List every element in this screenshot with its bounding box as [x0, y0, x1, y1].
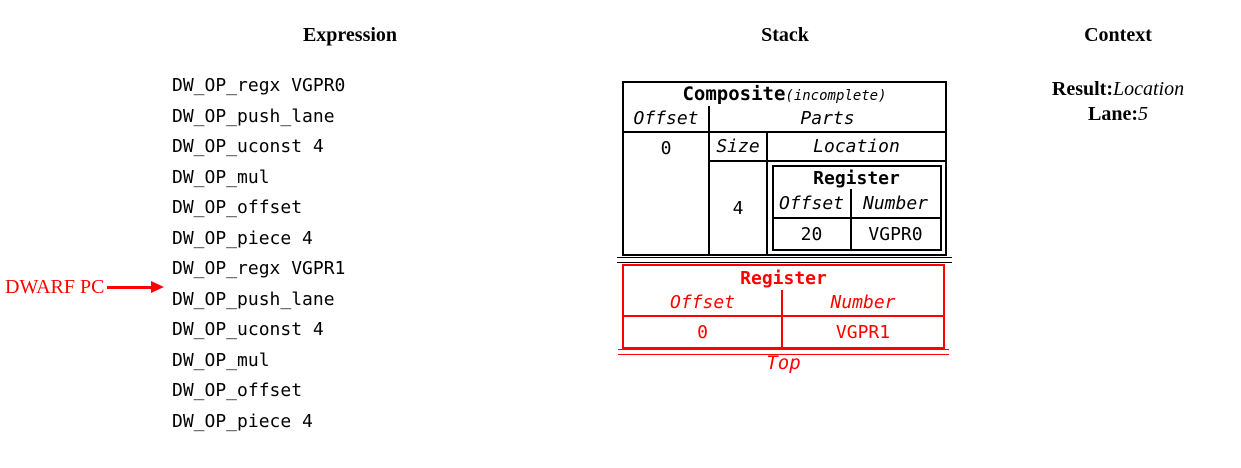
expression-item: DW_OP_push_lane	[172, 105, 335, 127]
stack-column-header: Stack	[761, 24, 809, 46]
expression-item: DW_OP_uconst 4	[172, 319, 324, 341]
context-lane-label: Lane:	[1088, 103, 1138, 125]
register-number-column: Number VGPR0	[851, 189, 940, 249]
stack-entry-register-top: Register Offset 0 Number VGPR1	[622, 264, 945, 349]
composite-parts-body: Size 4 Location Register Offset	[710, 133, 945, 254]
expression-item: DW_OP_offset	[172, 380, 303, 402]
expression-item: DW_OP_regx VGPR1	[172, 258, 346, 280]
part-location-register-table: Register Offset 20 Number VGPR0	[771, 165, 942, 251]
dwarf-pc-arrowhead-icon	[151, 281, 165, 293]
expression-item: DW_OP_piece 4	[172, 411, 313, 433]
context-block: Result:Location Lane:5	[1008, 77, 1228, 127]
expression-column-header: Expression	[302, 24, 398, 46]
composite-size-value: 4	[732, 197, 744, 219]
composite-size-column: Size 4	[710, 133, 768, 254]
register-offset-value: 0	[697, 321, 708, 343]
register-number-column: Number VGPR1	[783, 290, 943, 347]
stack-top-label: Top	[766, 352, 801, 374]
dwarf-pc-label: DWARF PC	[5, 276, 105, 298]
context-result-label: Result:	[1051, 78, 1113, 100]
expression-item: DW_OP_offset	[172, 197, 303, 219]
register-offset-column: Offset 20	[773, 189, 852, 249]
expression-item: DW_OP_piece 4	[172, 227, 313, 249]
composite-body: Offset 0 Parts Size 4 Location Re	[624, 106, 945, 254]
expression-item: DW_OP_uconst 4	[172, 136, 324, 158]
register-number-value: VGPR1	[835, 321, 891, 343]
context-result-line: Result:Location	[1008, 77, 1228, 102]
composite-parts-column: Parts Size 4 Location Register	[710, 106, 945, 254]
composite-incomplete-qualifier: (incomplete)	[785, 88, 887, 104]
stack-top-separator	[618, 349, 949, 355]
composite-location-header: Location	[768, 133, 945, 162]
context-result-value: Location	[1112, 78, 1185, 100]
register-number-value: VGPR0	[868, 223, 923, 245]
register-table-title: Register	[813, 167, 900, 189]
expression-item: DW_OP_regx VGPR0	[172, 75, 346, 96]
expression-item: DW_OP_mul	[172, 349, 270, 371]
expression-item: DW_OP_mul	[172, 166, 270, 188]
dwarf-pc-arrow-line	[107, 285, 152, 289]
composite-location-body: Register Offset 20 Number VGPR0	[768, 162, 945, 254]
register-offset-header: Offset	[773, 189, 850, 219]
context-lane-line: Lane:5	[1008, 102, 1228, 127]
stack-entry-composite: Composite(incomplete) Offset 0 Parts Siz…	[622, 81, 947, 256]
register-table-body: Offset 0 Number VGPR1	[624, 290, 943, 347]
composite-offset-header: Offset	[624, 106, 708, 133]
expression-item-dwarf-pc-target: DW_OP_push_lane	[172, 288, 335, 310]
register-number-header: Number	[851, 189, 940, 219]
context-column-header: Context	[1084, 24, 1152, 46]
context-lane-value: 5	[1138, 103, 1148, 125]
composite-title: Composite(incomplete)	[624, 83, 945, 106]
composite-location-column: Location Register Offset 20	[768, 133, 945, 254]
expression-list: DW_OP_regx VGPR0 DW_OP_push_lane DW_OP_u…	[172, 71, 345, 438]
composite-offset-value: 0	[660, 137, 672, 159]
register-offset-column: Offset 0	[624, 290, 783, 347]
register-offset-value: 20	[800, 223, 823, 245]
dwarf-pc-marker: DWARF PC	[5, 274, 165, 300]
register-table-title: Register	[740, 267, 827, 289]
composite-parts-header: Parts	[710, 106, 945, 133]
register-offset-header: Offset	[624, 290, 781, 317]
composite-size-header: Size	[710, 133, 766, 162]
register-number-header: Number	[783, 290, 943, 317]
register-table-body: Offset 20 Number VGPR0	[773, 189, 940, 249]
stack-entry-separator	[617, 257, 952, 263]
composite-title-text: Composite	[682, 83, 786, 105]
composite-offset-column: Offset 0	[624, 106, 710, 254]
